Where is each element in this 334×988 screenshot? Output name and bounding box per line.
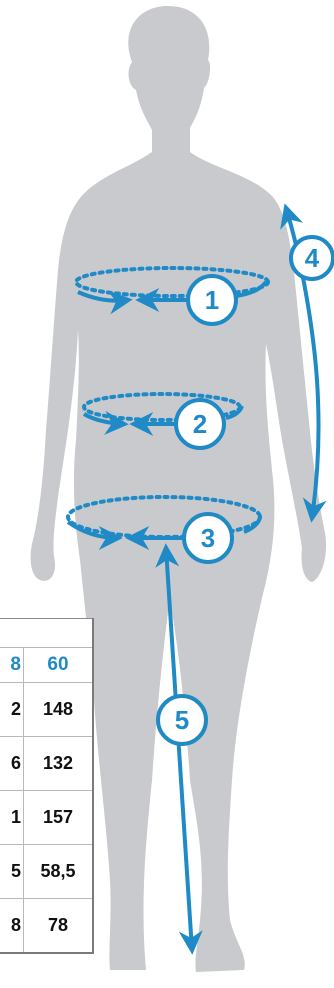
header-cell: 8 xyxy=(0,648,24,683)
table-cell: 2 xyxy=(0,683,24,737)
table-top-cell xyxy=(0,619,93,648)
table-cell: 58,5 xyxy=(24,845,94,899)
header-cell: 60 xyxy=(24,648,94,683)
marker-5-badge: 5 xyxy=(158,696,206,744)
table-header-row: 8 60 xyxy=(0,648,93,683)
table-cell: 5 xyxy=(0,845,24,899)
marker-4-label: 4 xyxy=(305,243,320,273)
table-cell: 6 xyxy=(0,737,24,791)
table-cell: 148 xyxy=(24,683,94,737)
table-cell: 1 xyxy=(0,791,24,845)
marker-2-label: 2 xyxy=(193,409,207,439)
table-row: 1 157 xyxy=(0,791,93,845)
table-cell: 157 xyxy=(24,791,94,845)
marker-1-badge: 1 xyxy=(188,276,236,324)
table-row: 5 58,5 xyxy=(0,845,93,899)
table-cell: 78 xyxy=(24,899,94,954)
marker-3-label: 3 xyxy=(201,523,215,553)
marker-1-label: 1 xyxy=(205,285,219,315)
size-table: 8 60 2 148 6 132 1 157 5 58,5 8 78 xyxy=(0,618,94,954)
marker-4-badge: 4 xyxy=(291,237,333,279)
table-top-row xyxy=(0,619,93,648)
marker-3-badge: 3 xyxy=(184,514,232,562)
table-row: 2 148 xyxy=(0,683,93,737)
table-row: 8 78 xyxy=(0,899,93,954)
marker-2-badge: 2 xyxy=(176,400,224,448)
table-cell: 132 xyxy=(24,737,94,791)
table-cell: 8 xyxy=(0,899,24,954)
table-row: 6 132 xyxy=(0,737,93,791)
marker-5-label: 5 xyxy=(175,705,189,735)
